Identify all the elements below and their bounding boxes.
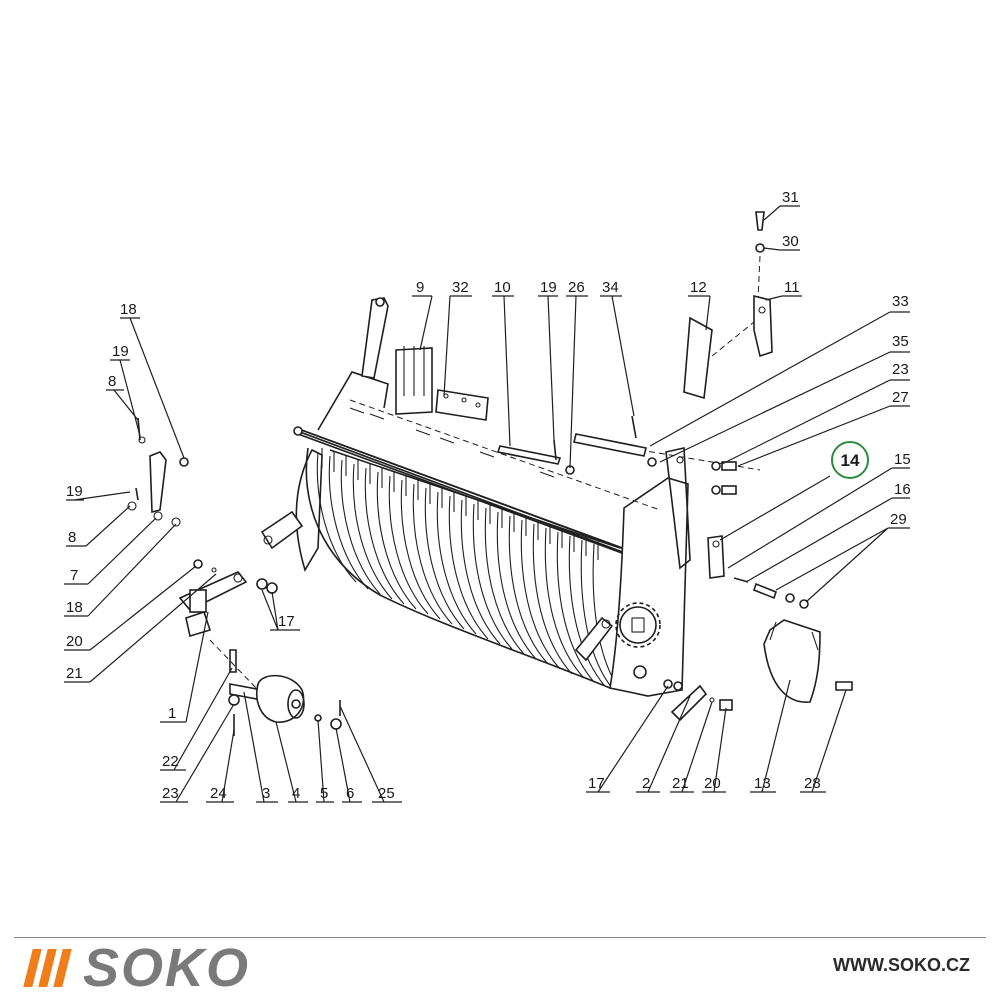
callout-12: 12 <box>690 279 707 296</box>
callout-32: 32 <box>452 279 469 296</box>
callout-2: 2 <box>642 775 650 792</box>
callout-14: 14 <box>841 451 860 470</box>
brand-logo: SOKO <box>23 938 251 998</box>
callout-1: 1 <box>168 705 176 722</box>
callout-19-upper: 19 <box>112 343 129 360</box>
callout-9: 9 <box>416 279 424 296</box>
callout-7: 7 <box>70 567 78 584</box>
drum-slats <box>316 451 621 691</box>
callout-17-left: 17 <box>278 613 295 630</box>
callout-21-left: 21 <box>66 665 83 682</box>
footer-divider <box>14 937 986 938</box>
callout-35: 35 <box>892 333 909 350</box>
callout-29: 29 <box>890 511 907 528</box>
callout-24: 24 <box>210 785 227 802</box>
leader-lines <box>64 205 910 803</box>
callout-18-upper: 18 <box>120 301 137 318</box>
callout-20-right: 20 <box>704 775 721 792</box>
callout-8-lower: 8 <box>68 529 76 546</box>
highlighted-callout-14: 14 <box>831 441 869 479</box>
callout-5: 5 <box>320 785 328 802</box>
callout-18-lower: 18 <box>66 599 83 616</box>
tensioner-parts <box>683 211 773 400</box>
right-fasteners <box>663 461 853 722</box>
highlight-circle <box>831 441 869 479</box>
brand-name: SOKO <box>83 938 251 998</box>
callout-30: 30 <box>782 233 799 250</box>
left-parts <box>127 417 342 736</box>
callout-8-upper: 8 <box>108 373 116 390</box>
callout-19: 19 <box>540 279 557 296</box>
callout-11: 11 <box>784 279 800 296</box>
callout-19-lower: 19 <box>66 483 83 500</box>
top-parts <box>349 346 657 478</box>
callout-22: 22 <box>162 753 179 770</box>
callout-23: 23 <box>892 361 909 378</box>
callout-13: 13 <box>754 775 771 792</box>
callout-17-right: 17 <box>588 775 605 792</box>
callout-34: 34 <box>602 279 619 296</box>
callout-6: 6 <box>346 785 354 802</box>
callout-23-bottom: 23 <box>162 785 179 802</box>
website-url[interactable]: WWW.SOKO.CZ <box>833 955 970 975</box>
callout-3: 3 <box>262 785 270 802</box>
callout-labels: 31 30 12 11 9 32 10 19 26 34 33 35 23 27… <box>66 189 911 802</box>
callout-31: 31 <box>782 189 799 206</box>
sprocket <box>615 602 661 648</box>
callout-20-left: 20 <box>66 633 83 650</box>
callout-21-right: 21 <box>672 775 689 792</box>
callout-4: 4 <box>292 785 300 802</box>
callout-25: 25 <box>378 785 395 802</box>
drum-assembly <box>260 297 761 697</box>
callout-15: 15 <box>894 451 911 468</box>
callout-27: 27 <box>892 389 909 406</box>
callout-33: 33 <box>892 293 909 310</box>
callout-28: 28 <box>804 775 821 792</box>
callout-10: 10 <box>494 279 511 296</box>
logo-stripe-icon <box>53 949 72 987</box>
callout-26: 26 <box>568 279 585 296</box>
callout-16: 16 <box>894 481 911 498</box>
